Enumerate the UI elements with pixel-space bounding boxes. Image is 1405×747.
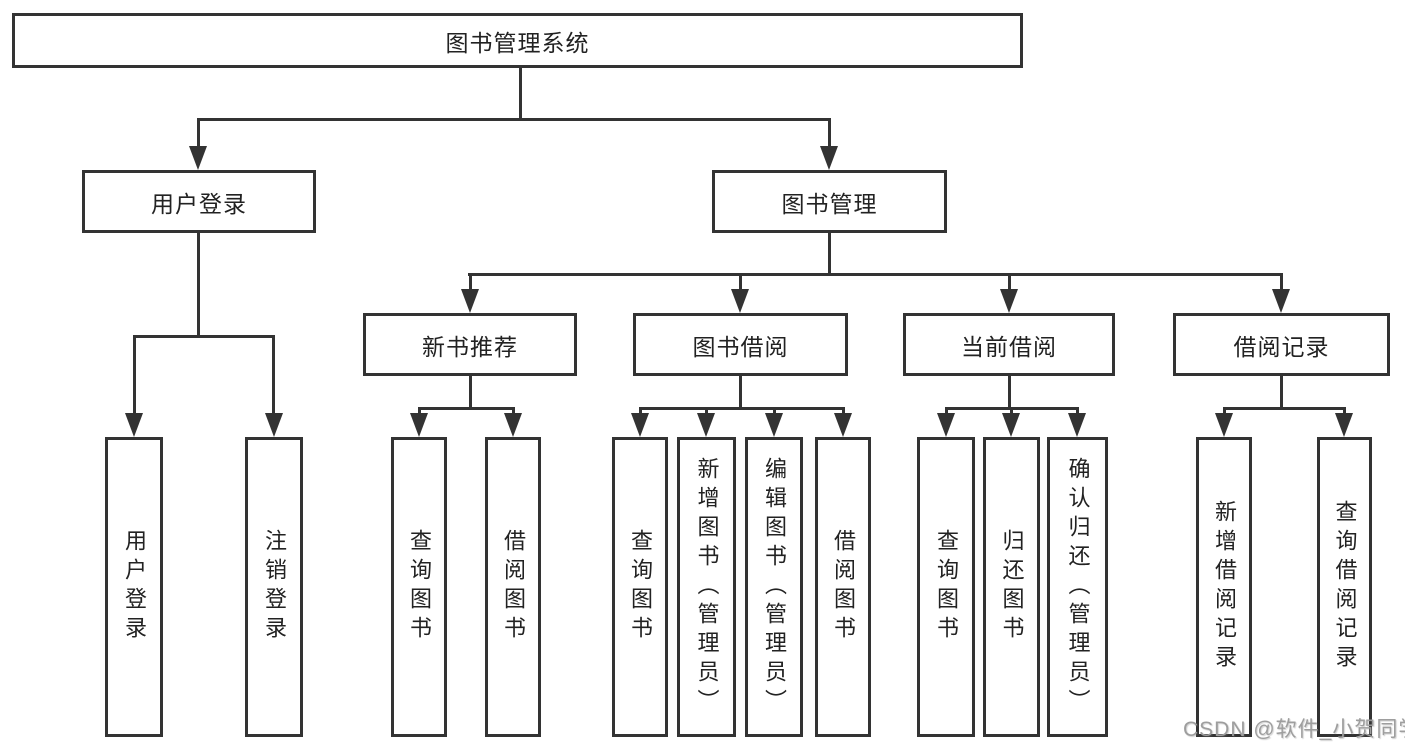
- leaf-user-login-label: 用户登录: [122, 529, 147, 645]
- leaf-cb-return-books-label: 归还图书: [999, 529, 1025, 645]
- leaf-bb-borrow-books-label: 借阅图书: [831, 529, 856, 645]
- connector-level2-header: [197, 118, 831, 121]
- leaf-cb-return-books: 归还图书: [983, 437, 1040, 737]
- node-current-borrowing-label: 当前借阅: [961, 333, 1057, 360]
- arrowhead-borrow-records-icon: [1272, 289, 1290, 313]
- connector-drop-current-borrowing: [1008, 273, 1011, 291]
- arrowhead-login-leaf-icon: [125, 413, 143, 437]
- connector-drop-user-login: [197, 118, 200, 148]
- arrowhead-logout-leaf-icon: [265, 413, 283, 437]
- node-book-borrowing: 图书借阅: [633, 313, 848, 376]
- connector-drop-book-borrowing: [739, 273, 742, 291]
- node-root-label: 图书管理系统: [445, 29, 590, 56]
- leaf-rec-borrow-books-label: 借阅图书: [501, 529, 526, 645]
- leaf-cb-confirm-return-admin-label: 确认归还（管理员）: [1065, 456, 1091, 718]
- node-root: 图书管理系统: [12, 13, 1023, 68]
- node-current-borrowing: 当前借阅: [903, 313, 1115, 376]
- connector-drop-bb-edit: [773, 407, 776, 415]
- node-user-login-label: 用户登录: [151, 190, 247, 217]
- connector-drop-br-add: [1223, 407, 1226, 415]
- arrowhead-bb-query-icon: [631, 413, 649, 437]
- leaf-logout: 注销登录: [245, 437, 303, 737]
- node-borrow-records: 借阅记录: [1173, 313, 1390, 376]
- arrowhead-bb-add-icon: [697, 413, 715, 437]
- connector-book-management-stem: [828, 233, 831, 273]
- connector-book-borrowing-split: [639, 407, 844, 410]
- leaf-bb-add-books-admin-label: 新增图书（管理员）: [694, 456, 720, 718]
- leaf-br-query-record: 查询借阅记录: [1317, 437, 1372, 737]
- leaf-rec-query-books-label: 查询图书: [407, 529, 432, 645]
- connector-current-borrowing-stem: [1008, 376, 1011, 407]
- connector-drop-br-query: [1343, 407, 1346, 415]
- leaf-cb-confirm-return-admin: 确认归还（管理员）: [1047, 437, 1108, 737]
- connector-drop-rec-query: [418, 407, 421, 415]
- connector-book-borrowing-stem: [739, 376, 742, 407]
- arrowhead-rec-query-icon: [410, 413, 428, 437]
- arrowhead-rec-borrow-icon: [504, 413, 522, 437]
- leaf-bb-add-books-admin: 新增图书（管理员）: [677, 437, 736, 737]
- connector-drop-cb-confirm: [1076, 407, 1079, 415]
- connector-new-book-rec-stem: [469, 376, 472, 407]
- arrowhead-cb-confirm-icon: [1068, 413, 1086, 437]
- arrowhead-bb-edit-icon: [765, 413, 783, 437]
- connector-drop-borrow-records: [1280, 273, 1283, 291]
- arrowhead-book-management-icon: [820, 146, 838, 170]
- connector-new-book-rec-split: [418, 407, 515, 410]
- arrowhead-br-add-icon: [1215, 413, 1233, 437]
- connector-user-login-stem: [197, 233, 200, 335]
- connector-level3-header: [468, 273, 1282, 276]
- leaf-user-login: 用户登录: [105, 437, 163, 737]
- leaf-bb-borrow-books: 借阅图书: [815, 437, 871, 737]
- node-book-borrowing-label: 图书借阅: [692, 333, 789, 360]
- connector-drop-bb-borrow: [842, 407, 845, 415]
- connector-user-login-split: [133, 335, 275, 338]
- arrowhead-book-borrowing-icon: [731, 289, 749, 313]
- arrowhead-new-book-rec-icon: [461, 289, 479, 313]
- leaf-br-add-record: 新增借阅记录: [1196, 437, 1252, 737]
- node-new-book-rec-label: 新书推荐: [422, 333, 518, 360]
- arrowhead-bb-borrow-icon: [834, 413, 852, 437]
- leaf-bb-edit-books-admin-label: 编辑图书（管理员）: [762, 456, 787, 718]
- node-book-management: 图书管理: [712, 170, 947, 233]
- leaf-bb-query-books: 查询图书: [612, 437, 668, 737]
- connector-drop-book-management: [828, 118, 831, 148]
- leaf-br-add-record-label: 新增借阅记录: [1212, 500, 1237, 674]
- connector-borrow-records-stem: [1280, 376, 1283, 407]
- leaf-bb-query-books-label: 查询图书: [628, 529, 653, 645]
- connector-drop-logout-leaf: [272, 335, 275, 415]
- node-book-management-label: 图书管理: [781, 190, 878, 217]
- leaf-rec-query-books: 查询图书: [391, 437, 447, 737]
- connector-drop-cb-query: [945, 407, 948, 415]
- leaf-bb-edit-books-admin: 编辑图书（管理员）: [745, 437, 803, 737]
- connector-drop-new-book-rec: [469, 273, 472, 291]
- arrowhead-cb-return-icon: [1002, 413, 1020, 437]
- arrowhead-cb-query-icon: [937, 413, 955, 437]
- connector-root-stem: [519, 68, 522, 118]
- node-borrow-records-label: 借阅记录: [1233, 333, 1330, 360]
- node-new-book-rec: 新书推荐: [363, 313, 577, 376]
- leaf-rec-borrow-books: 借阅图书: [485, 437, 541, 737]
- leaf-cb-query-books-label: 查询图书: [934, 529, 959, 645]
- connector-drop-bb-add: [705, 407, 708, 415]
- leaf-logout-label: 注销登录: [262, 529, 287, 645]
- csdn-watermark: CSDN @软件_小贺同学: [1183, 718, 1405, 741]
- leaf-cb-query-books: 查询图书: [917, 437, 975, 737]
- connector-drop-cb-return: [1010, 407, 1013, 415]
- connector-borrow-records-split: [1223, 407, 1345, 410]
- arrowhead-br-query-icon: [1335, 413, 1353, 437]
- connector-drop-rec-borrow: [512, 407, 515, 415]
- connector-drop-login-leaf: [133, 335, 136, 415]
- arrowhead-current-borrowing-icon: [1000, 289, 1018, 313]
- node-user-login: 用户登录: [82, 170, 316, 233]
- arrowhead-user-login-icon: [189, 146, 207, 170]
- connector-drop-bb-query: [639, 407, 642, 415]
- leaf-br-query-record-label: 查询借阅记录: [1332, 500, 1358, 674]
